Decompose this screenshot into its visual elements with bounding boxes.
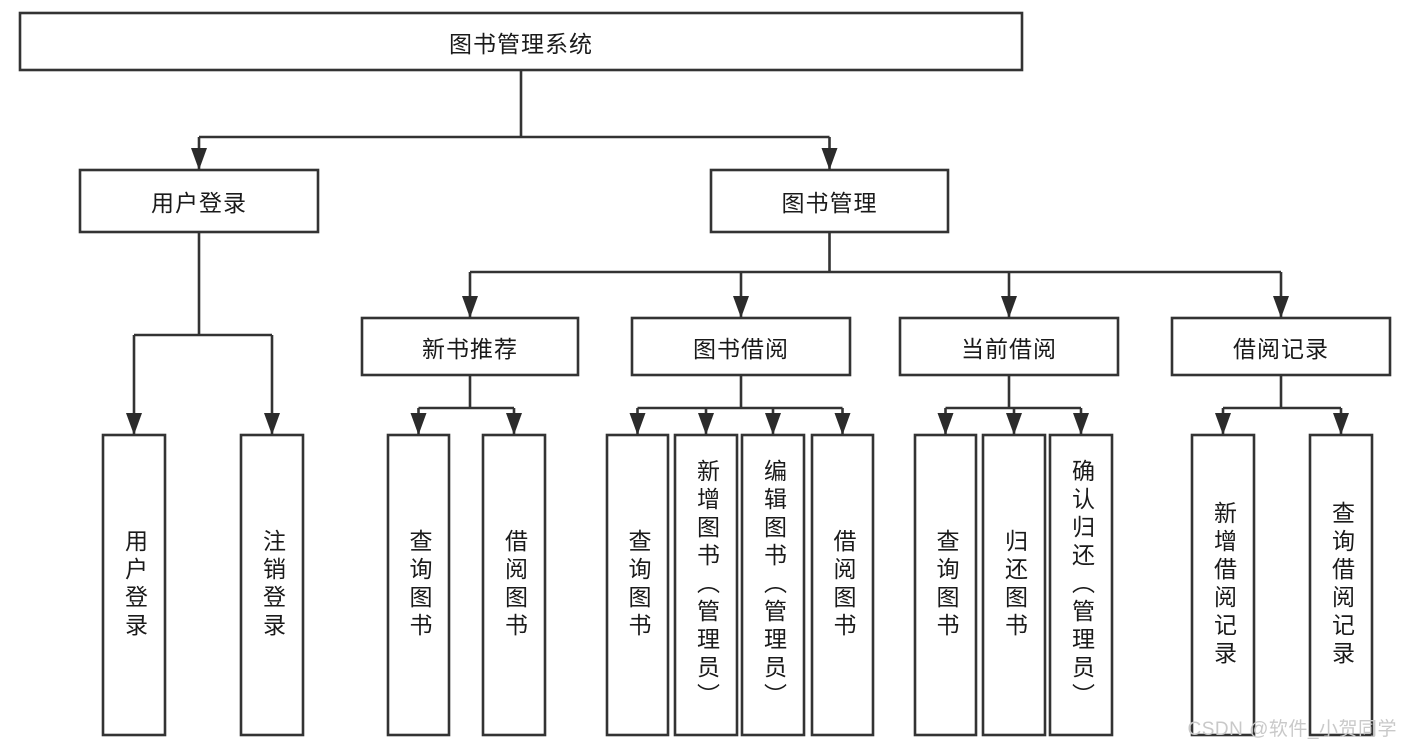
node-box-当前借阅[interactable] (898, 316, 1120, 377)
node-box-图书管理[interactable] (709, 168, 950, 234)
arrowhead-book-management-当前借阅 (1001, 296, 1017, 318)
arrowhead-book-management-新书推荐 (462, 296, 478, 318)
arrowhead-user-login-注销登录 (264, 413, 280, 435)
arrowhead-group-0-借阅图书 (506, 413, 522, 435)
node-box-leaf-借阅图书[interactable] (810, 433, 875, 737)
node-box-leaf-归还图书[interactable] (981, 433, 1047, 737)
node-box-leaf-新增借阅记录[interactable] (1190, 433, 1256, 737)
arrowhead-group-3-查询借阅记录 (1333, 413, 1349, 435)
node-box-图书管理系统[interactable] (18, 11, 1024, 72)
node-box-leaf-查询图书[interactable] (605, 433, 670, 737)
arrowhead-book-management-图书借阅 (733, 296, 749, 318)
arrowhead-group-1-新增图书管理员 (698, 413, 714, 435)
node-box-图书借阅[interactable] (630, 316, 852, 377)
arrowhead-root-图书管理 (821, 148, 838, 170)
arrowhead-group-2-确认归还管理员 (1073, 413, 1089, 435)
arrowhead-book-management-借阅记录 (1273, 296, 1289, 318)
node-box-借阅记录[interactable] (1170, 316, 1392, 377)
node-box-leaf-查询图书[interactable] (386, 433, 451, 737)
arrowhead-group-1-查询图书 (629, 413, 646, 435)
arrowhead-group-3-新增借阅记录 (1215, 413, 1231, 435)
node-box-leaf-查询借阅记录[interactable] (1308, 433, 1374, 737)
arrowhead-group-2-归还图书 (1006, 413, 1022, 435)
arrowhead-group-1-借阅图书 (834, 413, 851, 435)
watermark-text: CSDN @软件_小贺同学 (1187, 719, 1397, 740)
node-box-leaf-用户登录[interactable] (101, 433, 167, 737)
node-box-用户登录[interactable] (78, 168, 320, 234)
arrowhead-user-login-用户登录 (126, 413, 142, 435)
node-box-leaf-查询图书[interactable] (913, 433, 978, 737)
node-box-新书推荐[interactable] (360, 316, 580, 377)
node-box-leaf-借阅图书[interactable] (481, 433, 547, 737)
node-box-leaf-确认归还管理员[interactable] (1048, 433, 1114, 737)
node-box-leaf-新增图书管理员[interactable] (673, 433, 739, 737)
arrowhead-group-1-编辑图书管理员 (765, 413, 781, 435)
arrowhead-group-2-查询图书 (937, 413, 954, 435)
arrowhead-group-0-查询图书 (410, 413, 427, 435)
node-box-leaf-编辑图书管理员[interactable] (740, 433, 806, 737)
arrowhead-root-用户登录 (191, 148, 207, 170)
node-box-leaf-注销登录[interactable] (239, 433, 305, 737)
